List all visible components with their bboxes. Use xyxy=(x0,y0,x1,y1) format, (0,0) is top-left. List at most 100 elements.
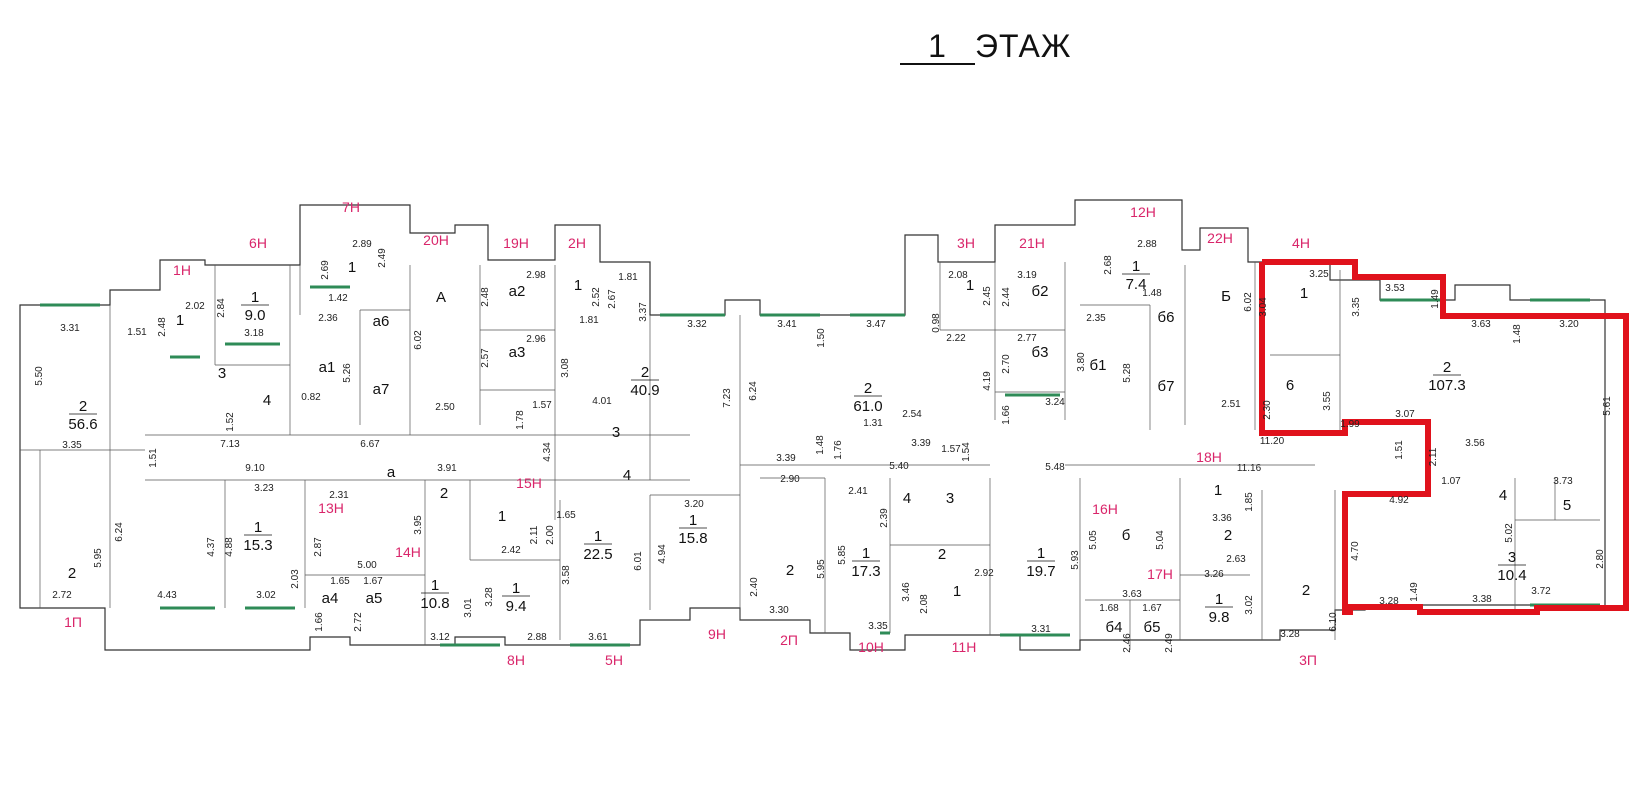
dimension-label: 2.00 xyxy=(545,525,556,545)
room-r-1-158: 115.8 xyxy=(678,512,707,547)
dimension-label: 1.65 xyxy=(330,576,350,587)
windows xyxy=(40,285,1600,647)
room-r-1-1h: 1 xyxy=(176,312,184,329)
room-r-2-stair2: 2 xyxy=(786,562,794,579)
room-r-1-4h: 1 xyxy=(1300,285,1308,302)
floor-number: 1 xyxy=(900,29,975,65)
dimension-label: 3.04 xyxy=(1258,297,1269,317)
dimension-label: 5.95 xyxy=(93,548,104,568)
dimension-label: 1.85 xyxy=(1244,492,1255,512)
dimension-label: 3.30 xyxy=(769,605,789,616)
dimension-label: 3.72 xyxy=(1531,586,1551,597)
dimension-label: 11.16 xyxy=(1237,463,1262,474)
dimension-label: 2.72 xyxy=(353,612,364,632)
dimension-label: 3.53 xyxy=(1385,283,1405,294)
unit-label-u-9h: 9Н xyxy=(708,626,726,642)
dimension-label: 3.91 xyxy=(437,463,457,474)
room-number: б xyxy=(1122,527,1131,544)
space-letter-l-a6: а6 xyxy=(373,313,390,330)
room-area: 107.3 xyxy=(1428,377,1466,394)
dimension-label: 2.90 xyxy=(780,474,800,485)
dimension-label: 2.89 xyxy=(352,239,372,250)
dimension-label: 3.01 xyxy=(463,598,474,618)
room-r-2-566: 256.6 xyxy=(68,398,97,433)
dimension-label: 3.35 xyxy=(868,621,888,632)
dimension-label: 3.56 xyxy=(1465,438,1485,449)
room-r-3-2h: 3 xyxy=(612,424,620,441)
space-letter-l-b2: б2 xyxy=(1032,283,1049,300)
space-letter-l-b7: б7 xyxy=(1158,378,1175,395)
dimension-label: 3.18 xyxy=(244,328,264,339)
dimension-label: 3.20 xyxy=(1559,319,1579,330)
room-r-3-10h: 3 xyxy=(946,490,954,507)
room-number: 1 xyxy=(176,312,184,329)
dimension-label: 2.88 xyxy=(527,632,547,643)
dimension-label: 6.24 xyxy=(748,381,759,401)
room-r-1-11h: 1 xyxy=(953,583,961,600)
dimension-label: 0.82 xyxy=(301,392,321,403)
dimension-label: 7.13 xyxy=(220,439,240,450)
room-number: 1 xyxy=(251,289,259,306)
room-area: 40.9 xyxy=(630,382,659,399)
dimension-label: 1.78 xyxy=(515,410,526,430)
space-letter-l-a5: а5 xyxy=(366,590,383,607)
space-letter-l-b3: б3 xyxy=(1032,344,1049,361)
unit-label-u-22h: 22Н xyxy=(1207,230,1233,246)
room-area: 9.8 xyxy=(1209,609,1230,626)
room-r-4-10h: 4 xyxy=(903,490,911,507)
room-number: 2 xyxy=(440,485,448,502)
dimension-label: 1.76 xyxy=(833,440,844,460)
space-letter-l-a7: а7 xyxy=(373,381,390,398)
dimension-label: 5.85 xyxy=(837,545,848,565)
room-r-2-11h: 2 xyxy=(938,546,946,563)
dimension-label: 1.54 xyxy=(961,442,972,462)
unit-label-u-11h: 11Н xyxy=(952,639,977,655)
dimension-label: 1.31 xyxy=(863,418,883,429)
room-number: 2 xyxy=(68,565,76,582)
dimension-label: 3.36 xyxy=(1212,513,1232,524)
room-number: 1 xyxy=(1037,545,1045,562)
room-number: 1 xyxy=(953,583,961,600)
dimension-label: 2.41 xyxy=(848,486,868,497)
dimension-label: 2.36 xyxy=(318,313,338,324)
dimension-label: 1.49 xyxy=(1409,582,1420,602)
room-number: 2 xyxy=(938,546,946,563)
dimension-label: 4.34 xyxy=(542,442,553,462)
dimension-label: 2.44 xyxy=(1001,287,1012,307)
dimension-label: 3.58 xyxy=(561,565,572,585)
dimension-label: 2.98 xyxy=(526,270,546,281)
unit-label-u-1h: 1Н xyxy=(173,262,191,278)
dimension-label: 2.57 xyxy=(480,348,491,368)
room-number: 1 xyxy=(498,508,506,525)
room-number: 2 xyxy=(641,364,649,381)
dimension-label: 1.68 xyxy=(1099,603,1119,614)
room-r-2-15h: 2 xyxy=(440,485,448,502)
unit-label-u-4h: 4Н xyxy=(1292,235,1310,251)
room-number: 1 xyxy=(594,528,602,545)
unit-label-u-12h: 12Н xyxy=(1130,204,1156,220)
dimension-label: 1.66 xyxy=(314,612,325,632)
room-number: 2 xyxy=(1302,582,1310,599)
dimension-label: 1.48 xyxy=(1142,288,1162,299)
room-area: 7.4 xyxy=(1126,276,1147,293)
dimension-label: 3.63 xyxy=(1122,589,1142,600)
room-r-1-98: 19.8 xyxy=(1205,591,1233,626)
room-r-6-4h: 6 xyxy=(1286,377,1294,394)
unit-label-u-21h: 21Н xyxy=(1019,235,1045,251)
dimension-label: 3.46 xyxy=(901,582,912,602)
room-r-1-74: 17.4 xyxy=(1122,258,1150,293)
unit-label-u-19h: 19Н xyxy=(503,235,529,251)
space-letter-l-a3: а3 xyxy=(509,344,526,361)
dimension-label: 1.81 xyxy=(579,315,599,326)
dimension-label: 1.51 xyxy=(1394,440,1405,460)
room-r-4-4h: 4 xyxy=(1499,487,1507,504)
room-number: 2 xyxy=(1224,527,1232,544)
room-number: 4 xyxy=(623,467,631,484)
room-number: 1 xyxy=(966,277,974,294)
dimension-label: 3.28 xyxy=(1280,629,1300,640)
dimension-label: 4.88 xyxy=(224,537,235,557)
dimension-label: 2.31 xyxy=(329,490,349,501)
dimension-label: 4.92 xyxy=(1389,495,1409,506)
